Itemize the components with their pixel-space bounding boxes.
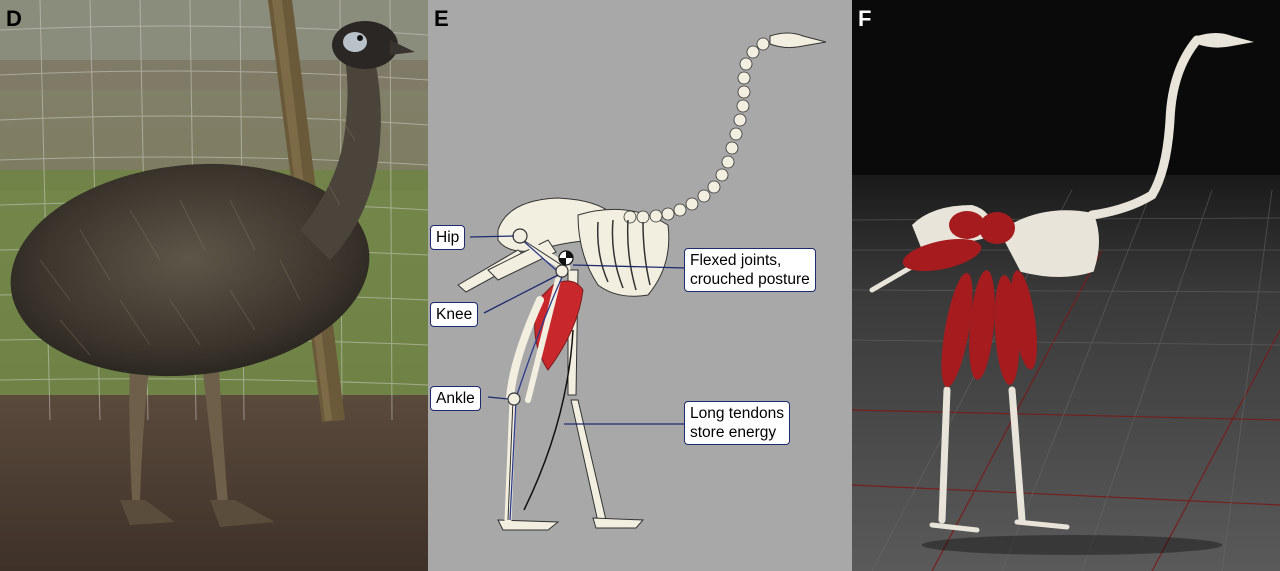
callout-tendons-line2: store energy xyxy=(690,424,777,441)
callout-hip-label: Hip xyxy=(436,229,460,246)
callout-ankle-label: Ankle xyxy=(436,390,475,407)
emu-3d-model-illustration xyxy=(852,0,1280,571)
emu-photo-illustration xyxy=(0,0,428,571)
callout-knee-label: Knee xyxy=(436,306,473,323)
center-of-mass-icon xyxy=(558,250,574,266)
callout-flexed-line2: crouched posture xyxy=(690,271,810,288)
panel-e-skeleton-diagram: E xyxy=(428,0,852,571)
callout-ankle: Ankle xyxy=(430,386,481,411)
callout-hip: Hip xyxy=(430,225,466,250)
callout-long-tendons: Long tendons store energy xyxy=(684,401,790,445)
callout-knee: Knee xyxy=(430,302,479,327)
callout-flexed-line1: Flexed joints, xyxy=(690,252,782,269)
panel-label-d: D xyxy=(6,6,22,31)
skull-shape xyxy=(769,32,827,49)
panel-label-e: E xyxy=(434,6,449,31)
panel-d-emu-photo: D xyxy=(0,0,428,571)
panel-label-f: F xyxy=(858,6,872,31)
callout-tendons-line1: Long tendons xyxy=(690,405,784,422)
callout-flexed-joints: Flexed joints, crouched posture xyxy=(684,248,816,292)
panel-f-3d-model: F xyxy=(852,0,1280,571)
